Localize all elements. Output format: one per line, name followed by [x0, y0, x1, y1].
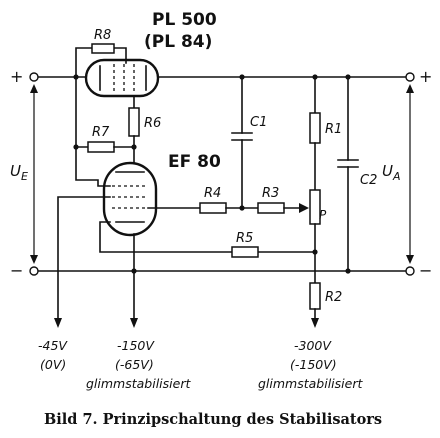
r5-label: R5 [236, 231, 253, 246]
output-plus-sign: + [419, 67, 432, 86]
r1-label: R1 [325, 122, 342, 137]
r8-label: R8 [94, 28, 111, 43]
supply-c-arrow [311, 318, 319, 328]
supply-a-value: -45V [38, 338, 68, 353]
ef80-tube [102, 161, 158, 237]
c2-label: C2 [360, 173, 377, 188]
supply-c-value: -300V [294, 338, 332, 353]
r8-branch [75, 43, 127, 78]
output-minus-terminal[interactable] [405, 266, 415, 276]
grid-feed-wire [75, 76, 88, 148]
output-voltage-arrow [406, 84, 414, 264]
r3-label: R3 [262, 186, 279, 201]
input-plus-sign: + [10, 67, 23, 86]
supply-a-arrow [54, 318, 62, 328]
supply-c-alt: (-150V) [290, 357, 337, 372]
input-minus-sign: − [10, 261, 23, 280]
r2-resistor [309, 282, 321, 310]
p-label: P [319, 208, 327, 222]
input-plus-terminal[interactable] [29, 72, 39, 82]
r3-resistor [257, 202, 285, 214]
output-plus-terminal[interactable] [405, 72, 415, 82]
supply-b-note: glimmstabilisiert [86, 376, 191, 391]
r7-resistor [87, 141, 115, 153]
figure-caption: Bild 7. Prinzipschaltung des Stabilisato… [44, 411, 382, 428]
suppressor-wire [57, 196, 111, 321]
wiper-arrowhead [299, 203, 309, 213]
output-minus-sign: − [419, 261, 432, 280]
ef80-label: EF 80 [168, 152, 221, 172]
r6-label: R6 [144, 116, 161, 131]
r1-resistor [309, 112, 321, 144]
input-minus-terminal[interactable] [29, 266, 39, 276]
r7-label: R7 [92, 125, 110, 140]
c1-label: C1 [250, 115, 267, 130]
r6-resistor [128, 107, 140, 137]
r4-label: R4 [204, 186, 221, 201]
supply-c-note: glimmstabilisiert [258, 376, 363, 391]
r4-resistor [199, 202, 227, 214]
pl500-tube [84, 58, 160, 98]
r5-resistor [231, 246, 259, 258]
pl84-label: (PL 84) [144, 32, 212, 52]
supply-b-value: -150V [117, 338, 155, 353]
supply-b-alt: (-65V) [115, 357, 154, 372]
input-voltage-arrow [30, 84, 38, 264]
output-voltage-label: UA [382, 162, 401, 183]
supply-a-alt: (0V) [40, 357, 66, 372]
supply-b-arrow [130, 318, 138, 328]
screen-grid-wire [75, 146, 111, 187]
r2-label: R2 [325, 290, 342, 305]
pl500-label: PL 500 [152, 10, 217, 30]
input-voltage-label: UE [10, 162, 28, 183]
cathode-return-wire [99, 221, 316, 253]
